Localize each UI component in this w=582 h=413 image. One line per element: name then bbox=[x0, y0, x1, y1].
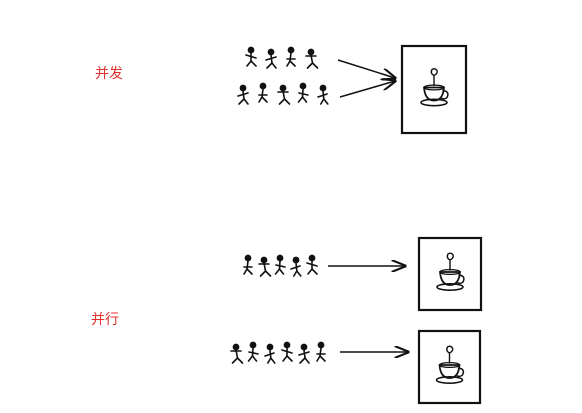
stick-figure-icon bbox=[290, 256, 302, 277]
concurrent-label: 并发 bbox=[95, 66, 123, 82]
coffee-machine-icon bbox=[400, 44, 468, 135]
stick-figure-icon bbox=[286, 46, 296, 67]
stick-figure-icon bbox=[316, 341, 326, 362]
stick-figure-icon bbox=[265, 48, 277, 69]
stick-figure-icon bbox=[237, 84, 249, 105]
stick-figure-icon bbox=[277, 84, 291, 105]
stick-figure-icon bbox=[245, 46, 257, 67]
stick-figure-icon bbox=[305, 48, 319, 69]
coffee-machine-icon bbox=[417, 236, 483, 312]
stick-figure-icon bbox=[258, 82, 268, 103]
coffee-machine-icon bbox=[417, 329, 482, 405]
stick-figure-icon bbox=[274, 254, 286, 275]
stick-figure-icon bbox=[306, 254, 318, 275]
stick-figure-icon bbox=[258, 256, 272, 277]
arrow-right-icon bbox=[337, 59, 395, 78]
stick-figure-icon bbox=[247, 341, 259, 362]
arrow-right-icon bbox=[339, 81, 395, 98]
stick-figure-icon bbox=[297, 82, 309, 103]
stick-figure-icon bbox=[230, 343, 244, 364]
parallel-label: 并行 bbox=[91, 312, 119, 328]
stick-figure-icon bbox=[298, 343, 310, 364]
stick-figure-icon bbox=[317, 84, 329, 105]
stick-figure-icon bbox=[243, 254, 253, 275]
stick-figure-icon bbox=[264, 343, 276, 364]
stick-figure-icon bbox=[281, 341, 293, 362]
